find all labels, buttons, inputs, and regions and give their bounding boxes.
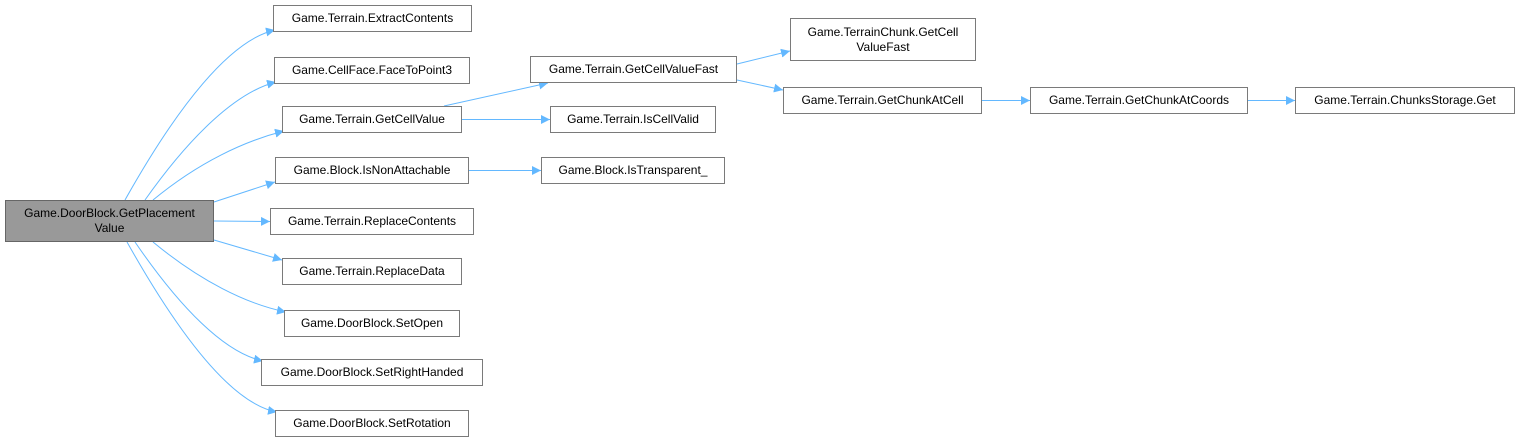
- node-is-transparent[interactable]: Game.Block.IsTransparent_: [541, 157, 725, 184]
- edge-getcellvaluefast-to-getchunkatcell: [736, 79, 784, 93]
- node-replace-contents[interactable]: Game.Terrain.ReplaceContents: [270, 208, 474, 235]
- node-set-rotation[interactable]: Game.DoorBlock.SetRotation: [275, 410, 469, 437]
- edge-root-to-setright: [134, 241, 264, 364]
- edge-getcellvalue-to-getcellvaluefast: [443, 80, 549, 107]
- edge-getcellvaluefast-to-chunkgetcell: [736, 48, 791, 65]
- node-is-non-attachable[interactable]: Game.Block.IsNonAttachable: [275, 157, 469, 184]
- edge-root-to-replacecontents: [213, 216, 271, 226]
- edge-root-to-extract: [124, 27, 276, 201]
- edge-root-to-facetopoint: [144, 79, 277, 201]
- node-set-right-handed[interactable]: Game.DoorBlock.SetRightHanded: [261, 359, 483, 386]
- edge-root-to-setrotation: [126, 241, 278, 415]
- node-get-chunk-at-coords[interactable]: Game.Terrain.GetChunkAtCoords: [1030, 87, 1248, 114]
- node-root-get-placement-value[interactable]: Game.DoorBlock.GetPlacement Value: [5, 200, 214, 242]
- edge-root-to-replacedata: [213, 239, 283, 262]
- node-extract-contents[interactable]: Game.Terrain.ExtractContents: [273, 5, 472, 32]
- node-replace-data[interactable]: Game.Terrain.ReplaceData: [282, 258, 462, 285]
- edge-root-to-getcellvalue: [152, 128, 285, 201]
- node-terrain-chunk-get-cell-value-fast[interactable]: Game.TerrainChunk.GetCell ValueFast: [790, 18, 976, 61]
- node-get-cell-value[interactable]: Game.Terrain.GetCellValue: [282, 106, 462, 133]
- node-chunks-storage-get[interactable]: Game.Terrain.ChunksStorage.Get: [1295, 87, 1515, 114]
- edge-root-to-setopen: [152, 241, 287, 315]
- node-get-chunk-at-cell[interactable]: Game.Terrain.GetChunkAtCell: [783, 87, 982, 114]
- node-set-open[interactable]: Game.DoorBlock.SetOpen: [284, 310, 460, 337]
- node-face-to-point3[interactable]: Game.CellFace.FaceToPoint3: [274, 57, 470, 84]
- edge-root-to-isnonattach: [213, 180, 276, 203]
- node-get-cell-value-fast[interactable]: Game.Terrain.GetCellValueFast: [530, 56, 737, 83]
- node-is-cell-valid[interactable]: Game.Terrain.IsCellValid: [550, 106, 716, 133]
